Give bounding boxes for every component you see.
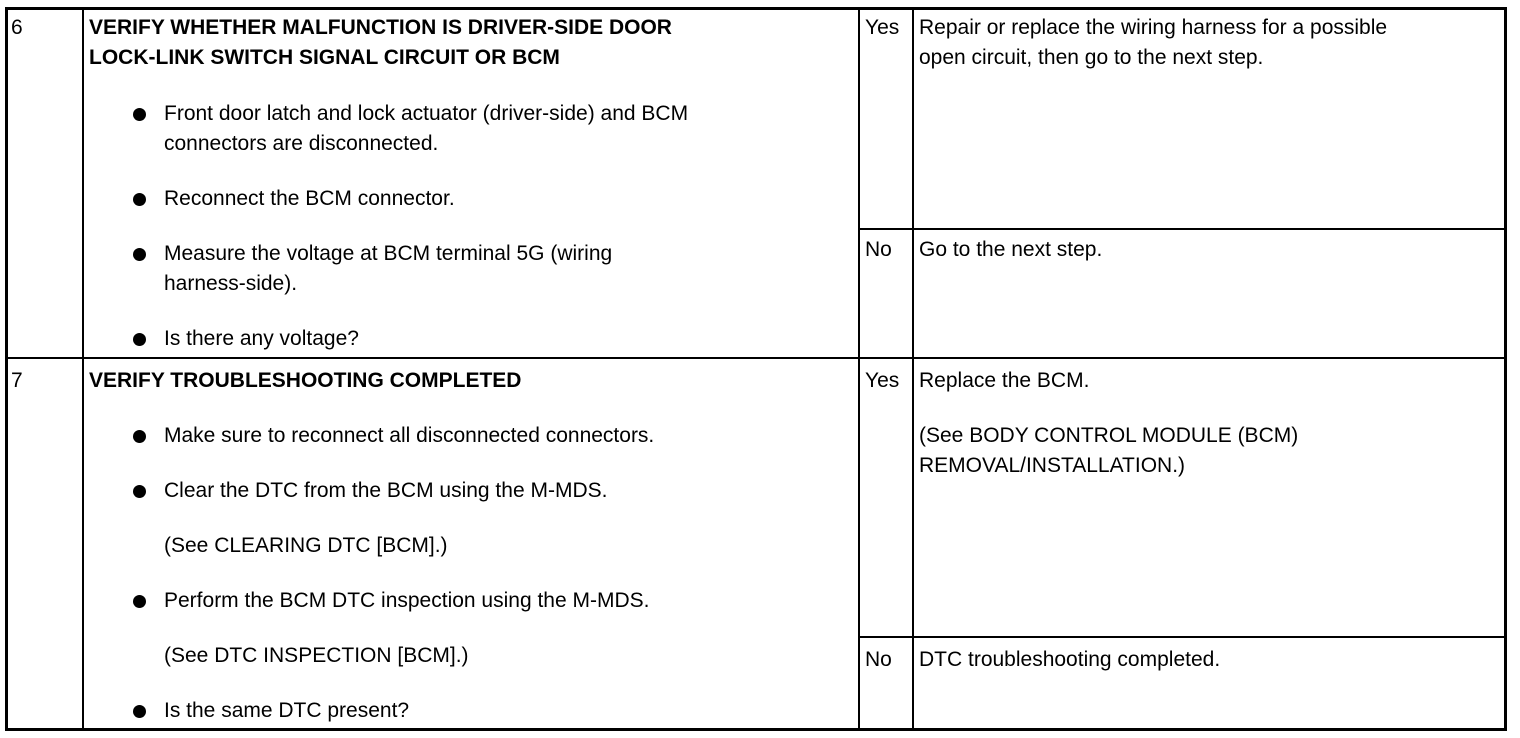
step-title: VERIFY TROUBLESHOOTING COMPLETED (89, 369, 522, 392)
answer-divider (858, 228, 1506, 230)
step-title: VERIFY WHETHER MALFUNCTION IS DRIVER-SID… (89, 16, 672, 39)
step-number: 6 (11, 16, 23, 39)
bullet-text: Is there any voltage? (164, 327, 359, 350)
answer-divider (858, 636, 1506, 638)
reference-note: (See CLEARING DTC [BCM].) (164, 534, 448, 557)
yes-action: Repair or replace the wiring harness for… (919, 16, 1388, 39)
bullet-icon (133, 248, 146, 261)
column-divider (858, 8, 860, 730)
bullet-icon (133, 485, 146, 498)
bullet-icon (133, 108, 146, 121)
yes-label: Yes (865, 369, 900, 392)
column-divider (912, 8, 914, 730)
step-number: 7 (11, 369, 23, 392)
bullet-text: Reconnect the BCM connector. (164, 187, 455, 210)
bullet-icon (133, 595, 146, 608)
bullet-text: Clear the DTC from the BCM using the M-M… (164, 479, 608, 502)
yes-label: Yes (865, 16, 900, 39)
bullet-text: connectors are disconnected. (164, 132, 439, 155)
bullet-icon (133, 705, 146, 718)
bullet-text: harness-side). (164, 272, 298, 295)
reference-note: REMOVAL/INSTALLATION.) (919, 454, 1186, 477)
bullet-icon (133, 430, 146, 443)
step-title: LOCK-LINK SWITCH SIGNAL CIRCUIT OR BCM (89, 46, 560, 69)
no-label: No (865, 238, 892, 261)
no-action: DTC troubleshooting completed. (919, 648, 1221, 671)
yes-action: Replace the BCM. (919, 369, 1090, 392)
reference-note: (See DTC INSPECTION [BCM].) (164, 644, 469, 667)
row-divider (6, 357, 1506, 359)
bullet-icon (133, 193, 146, 206)
bullet-text: Perform the BCM DTC inspection using the… (164, 589, 650, 612)
bullet-text: Front door latch and lock actuator (driv… (164, 102, 689, 125)
no-action: Go to the next step. (919, 238, 1103, 261)
no-label: No (865, 648, 892, 671)
yes-action: open circuit, then go to the next step. (919, 46, 1264, 69)
bullet-text: Make sure to reconnect all disconnected … (164, 424, 655, 447)
reference-note: (See BODY CONTROL MODULE (BCM) (919, 424, 1299, 447)
bullet-icon (133, 333, 146, 346)
column-divider (82, 8, 84, 730)
troubleshooting-table (5, 7, 1507, 731)
bullet-text: Is the same DTC present? (164, 699, 410, 722)
bullet-text: Measure the voltage at BCM terminal 5G (… (164, 242, 613, 265)
